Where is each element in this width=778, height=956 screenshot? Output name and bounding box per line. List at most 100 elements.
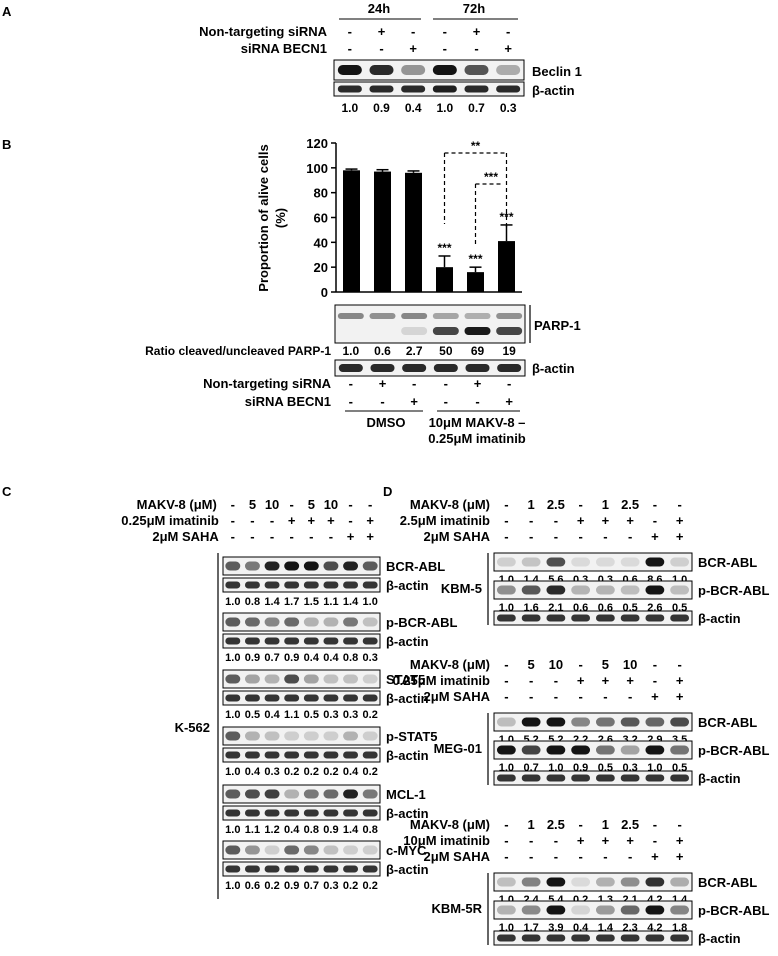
blot-actin-c-band — [284, 637, 300, 645]
blot-actin-b-band — [433, 364, 458, 372]
blot-parp1-band-full — [401, 313, 428, 319]
blot-actin-d-band — [620, 774, 640, 782]
blot-actin-c-frame — [222, 805, 381, 821]
quant-value: 0.3 — [323, 880, 338, 892]
blot-actin-c-band — [264, 637, 280, 645]
blot-p-bcr-abl-band — [264, 617, 280, 627]
quant-value: 0.3 — [500, 101, 517, 115]
treatment-mark: - — [250, 529, 254, 544]
blot-actin-b-band — [497, 364, 522, 372]
blot-actin-a — [333, 81, 525, 97]
quant-value: 0.4 — [323, 652, 339, 664]
blot-label-protein: p-STAT5 — [386, 729, 438, 744]
blot-p-bcr-abl-frame — [493, 580, 693, 600]
blot-label-actin: β-actin — [698, 931, 741, 946]
treatment-mark: 10 — [265, 497, 279, 512]
quant-value: 0.2 — [343, 880, 358, 892]
quant-value: 0.4 — [304, 652, 320, 664]
blot-mcl-1-band — [264, 789, 280, 799]
blot-label-actin: β-actin — [386, 862, 429, 877]
blot-label-actin: β-actin — [698, 771, 741, 786]
blot-stat5-band — [284, 674, 300, 684]
treatment-mark: - — [603, 529, 607, 544]
quant-value: 1.0 — [363, 596, 378, 608]
treatment-mark: - — [578, 817, 582, 832]
blot-parp1-band-full — [496, 313, 523, 319]
blot-label-protein: BCR-ABL — [698, 875, 757, 890]
quant-value: 1.0 — [225, 596, 240, 608]
blot-p-stat5-band — [323, 731, 339, 741]
panel-letter-d: D — [383, 484, 392, 499]
blot-c-myc-frame — [222, 840, 381, 860]
blot-bcr-abl-band — [620, 557, 640, 567]
blot-label-protein: c-MYC — [386, 843, 427, 858]
bracket-label: *** — [484, 170, 498, 184]
blot-bcr-abl-band — [521, 557, 541, 567]
treatment-row-label: 10μM imatinib — [403, 833, 490, 848]
y-tick-label: 100 — [306, 161, 328, 176]
blot-stat5-band — [362, 674, 378, 684]
blot-stat5-band — [244, 674, 260, 684]
blot-bcr-abl-band — [670, 877, 690, 887]
quant-value: 0.6 — [245, 880, 260, 892]
blot-actin-c — [222, 861, 381, 877]
treatment-mark: - — [250, 513, 254, 528]
blot-label-protein: p-BCR-ABL — [698, 743, 770, 758]
treatment-mark: - — [349, 376, 353, 391]
treatment-mark: - — [348, 41, 352, 56]
blot-c-myc-band — [225, 845, 241, 855]
blot-bcr-abl-band — [225, 561, 241, 571]
treatment-mark: 10 — [623, 657, 637, 672]
blot-parp1-frame — [334, 304, 526, 344]
treatment-mark: - — [578, 689, 582, 704]
quant-value: 1.0 — [225, 880, 240, 892]
treatment-mark: + — [379, 376, 387, 391]
blot-actin-d-band — [595, 934, 615, 942]
blot-bcr-abl-band — [571, 717, 591, 727]
treatment-mark: - — [529, 529, 533, 544]
treatment-mark: - — [504, 849, 508, 864]
blot-parp1-band-cleaved — [464, 327, 491, 335]
treatment-row-label: MAKV-8 (μM) — [410, 817, 490, 832]
blot-actin-a-band — [401, 85, 426, 93]
blot-actin-c-frame — [222, 633, 381, 649]
blot-actin-d-band — [521, 934, 541, 942]
blot-actin-b — [334, 359, 526, 377]
blot-c-myc-band — [264, 845, 280, 855]
blot-actin-c-band — [343, 694, 359, 702]
treatment-mark: - — [529, 833, 533, 848]
blot-p-bcr-abl-band — [595, 905, 615, 915]
blot-actin-a-band — [369, 85, 394, 93]
blot-p-bcr-abl-band — [571, 745, 591, 755]
quant-value: 0.3 — [264, 766, 279, 778]
treatment-mark: + — [378, 24, 386, 39]
blot-actin-c-band — [244, 865, 260, 873]
quant-value: 0.3 — [343, 709, 358, 721]
blot-actin-d-band — [670, 934, 690, 942]
treatment-mark: - — [504, 673, 508, 688]
blot-bcr-abl-band — [496, 557, 516, 567]
quant-value: 0.9 — [323, 824, 338, 836]
blot-actin-d-band — [670, 774, 690, 782]
treatment-mark: - — [507, 376, 511, 391]
treatment-mark: - — [443, 41, 447, 56]
blot-actin-d-band — [496, 614, 516, 622]
blot-p-bcr-abl-band — [645, 745, 665, 755]
treatment-mark: - — [380, 394, 384, 409]
blot-actin-d-frame — [493, 610, 693, 626]
blot-label-actin: β-actin — [532, 361, 575, 376]
quant-value: 1.0 — [225, 766, 240, 778]
quant-value: 0.7 — [468, 101, 485, 115]
blot-actin-c-band — [323, 809, 339, 817]
blot-actin-c-band — [284, 751, 300, 759]
cell-line-label: KBM-5 — [441, 581, 482, 596]
blot-actin-c-band — [244, 751, 260, 759]
blot-bcr-abl-band — [595, 557, 615, 567]
blot-p-bcr-abl-band — [670, 745, 690, 755]
blot-p-bcr-abl-band — [343, 617, 359, 627]
blot-actin-a-band — [432, 85, 457, 93]
blot-label-actin: β-actin — [386, 578, 429, 593]
blot-bcr-abl-band — [546, 717, 566, 727]
blot-p-stat5 — [222, 726, 381, 746]
treatment-mark: + — [577, 673, 585, 688]
